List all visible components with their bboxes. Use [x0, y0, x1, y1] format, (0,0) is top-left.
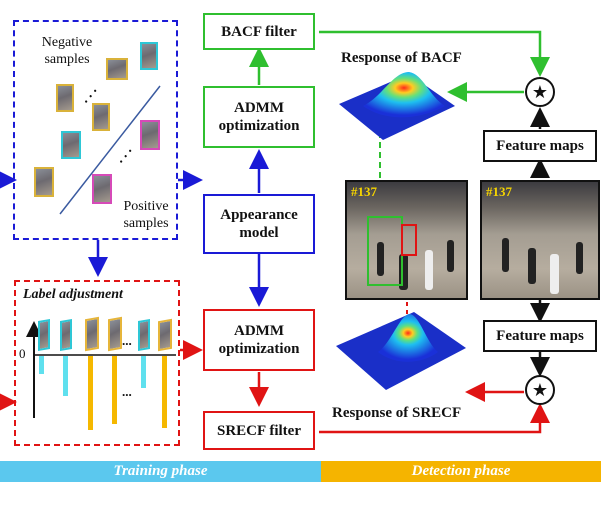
star-symbol: ★: [531, 379, 549, 400]
label-sample-thumbnail: [60, 318, 72, 352]
detection-phase-bar: Detection phase: [321, 461, 601, 482]
srecf-filter-box: SRECF filter: [203, 411, 315, 450]
training-phase-label: Training phase: [113, 463, 208, 479]
positive-samples-label: Positive samples: [123, 199, 169, 231]
label-adjustment-box: [14, 280, 180, 446]
player-figure: [502, 238, 509, 272]
label-bar-cyan: [141, 356, 146, 388]
appearance-model-box: Appearance model: [203, 194, 315, 254]
negative-sample-thumbnail: [92, 103, 110, 131]
frame-right-number: #137: [486, 184, 512, 199]
label-adjustment-title: Label adjustment: [23, 287, 123, 302]
feature-maps-bottom-box: Feature maps: [483, 320, 597, 352]
label-sample-thumbnail: [85, 316, 99, 352]
label-sample-thumbnail: [108, 316, 122, 352]
negative-sample-thumbnail: [140, 42, 158, 70]
negative-sample-thumbnail: [56, 84, 74, 112]
response-bacf-label: Response of BACF: [341, 50, 462, 66]
frame-left-image: #137: [345, 180, 468, 300]
label-ellipsis-bottom: ...: [122, 384, 132, 399]
positive-sample-thumbnail: [92, 174, 112, 204]
axis-zero-label: 0: [19, 346, 26, 361]
label-bar-cyan: [63, 356, 68, 396]
player-figure: [377, 242, 384, 276]
label-sample-thumbnail: [38, 318, 50, 352]
admm-optimization-bottom-box: ADMM optimization: [203, 309, 315, 371]
star-symbol: ★: [531, 81, 549, 102]
response-srecf-label: Response of SRECF: [332, 405, 462, 421]
correlation-star-icon: ★: [525, 375, 555, 405]
frame-left-number: #137: [351, 184, 377, 199]
srecf-response-surface: [336, 312, 466, 390]
label-sample-thumbnail: [158, 318, 172, 352]
label-bar-gold: [112, 356, 117, 424]
red-target-region: [401, 224, 417, 256]
negative-sample-thumbnail: [106, 58, 128, 80]
feature-maps-top-box: Feature maps: [483, 130, 597, 162]
label-bar-gold: [88, 356, 93, 430]
label-ellipsis-top: ...: [122, 333, 132, 348]
negative-sample-thumbnail: [140, 120, 160, 150]
admm-optimization-top-box: ADMM optimization: [203, 86, 315, 148]
label-bar-gold: [162, 356, 167, 428]
negative-sample-thumbnail: [61, 131, 81, 159]
bacf-response-surface: [339, 72, 455, 140]
player-figure: [425, 250, 433, 290]
samples-box: [13, 20, 178, 240]
training-phase-bar: Training phase: [0, 461, 321, 482]
green-search-region: [367, 216, 403, 286]
player-figure: [447, 240, 454, 272]
detection-phase-label: Detection phase: [411, 463, 511, 479]
negative-samples-label: Negative samples: [41, 35, 93, 67]
label-bar-cyan: [39, 356, 44, 374]
label-sample-thumbnail: [138, 318, 150, 352]
frame-right-image: #137: [480, 180, 600, 300]
correlation-star-icon: ★: [525, 77, 555, 107]
player-figure: [528, 248, 536, 284]
positive-sample-thumbnail: [34, 167, 54, 197]
player-figure: [576, 242, 583, 274]
player-figure: [550, 254, 559, 294]
bacf-filter-box: BACF filter: [203, 13, 315, 50]
player-figure: [399, 254, 408, 290]
